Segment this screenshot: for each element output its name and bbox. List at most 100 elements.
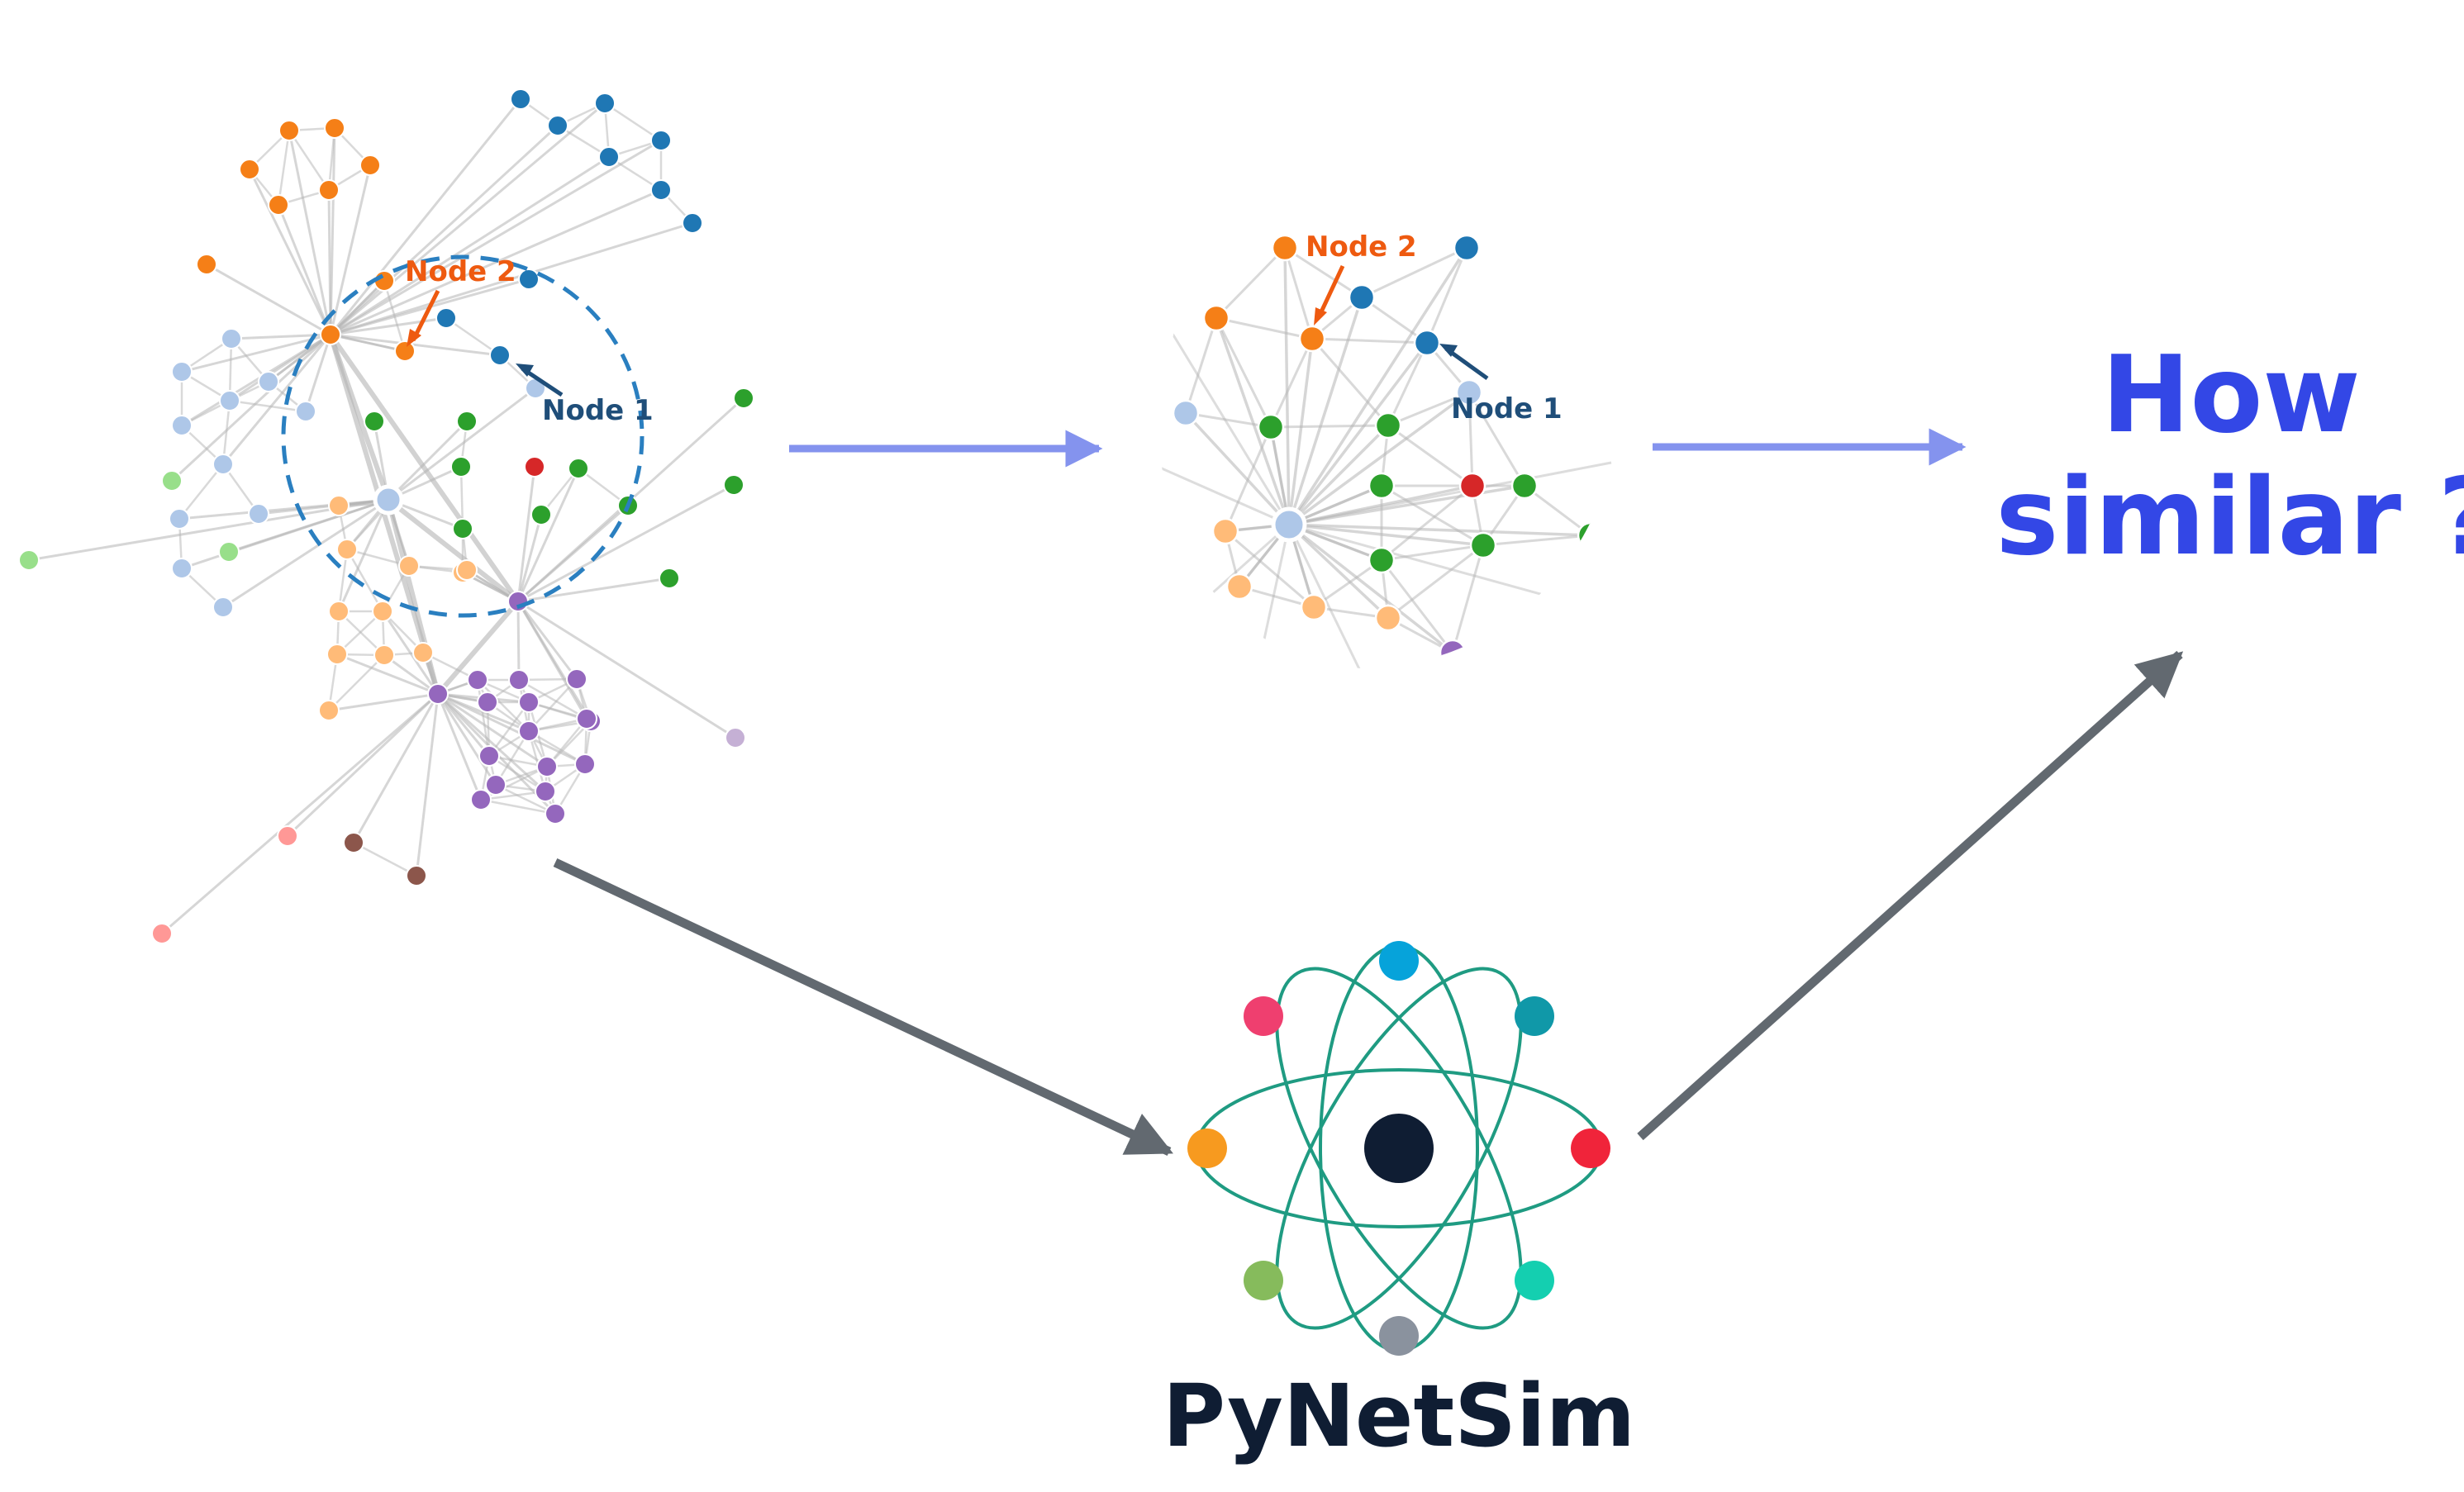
logo-satellite-node xyxy=(1571,1129,1610,1168)
graph-node xyxy=(278,826,297,846)
graph-node xyxy=(375,487,402,513)
graph-node xyxy=(220,391,240,411)
graph-node xyxy=(296,402,316,421)
graph-node xyxy=(659,568,679,588)
subgraph-node xyxy=(1213,519,1238,544)
subgraph-node xyxy=(1376,606,1401,630)
subgraph-node xyxy=(1300,326,1325,351)
graph-node xyxy=(319,701,339,720)
graph-node xyxy=(321,325,340,344)
graph-node xyxy=(395,341,415,361)
graph-node xyxy=(568,459,588,478)
subgraph-node xyxy=(1369,473,1394,498)
subgraph-node xyxy=(1512,473,1537,498)
subgraph-node xyxy=(1440,640,1465,665)
path-arrow-to-question xyxy=(1640,654,2180,1137)
graph-node xyxy=(451,457,471,477)
pynetsim-wordmark: PyNetSim xyxy=(1163,1366,1635,1466)
subgraph-node xyxy=(1273,509,1305,540)
graph-node xyxy=(490,345,510,365)
question-line-1: How xyxy=(2101,334,2360,457)
graph-node xyxy=(360,155,380,175)
graph-node xyxy=(344,833,364,853)
logo-satellite-node xyxy=(1379,1316,1419,1356)
pynetsim-logo: PyNetSim xyxy=(1163,934,1635,1466)
graph-node xyxy=(519,269,539,289)
graph-node xyxy=(428,684,448,704)
graph-node xyxy=(436,308,456,328)
graph-node xyxy=(511,89,530,109)
graph-node xyxy=(486,775,506,795)
node-2-label: Node 2 xyxy=(405,255,516,288)
graph-node xyxy=(213,454,233,474)
graph-node xyxy=(319,180,339,200)
graph-node xyxy=(519,692,539,712)
graph-node xyxy=(259,372,278,392)
graph-node xyxy=(337,539,357,559)
graph-node xyxy=(548,116,568,135)
graph-node xyxy=(197,254,216,274)
graph-node xyxy=(468,670,488,690)
graph-node xyxy=(453,519,473,539)
subgraph-node xyxy=(1415,330,1439,355)
ego-subgraph xyxy=(1140,235,1611,677)
graph-node xyxy=(567,669,587,689)
graph-node xyxy=(329,601,349,621)
graph-node xyxy=(329,496,349,516)
graph-node xyxy=(509,670,529,690)
graph-node xyxy=(478,692,497,712)
subgraph-node xyxy=(1376,413,1401,438)
graph-node xyxy=(734,388,754,408)
graph-node xyxy=(373,601,392,621)
graph-node xyxy=(457,560,477,580)
subgraph-node-2-label: Node 2 xyxy=(1306,230,1417,264)
graph-node xyxy=(457,411,477,431)
logo-satellite-node xyxy=(1515,996,1554,1036)
graph-node xyxy=(545,804,565,824)
subgraph-node xyxy=(1272,235,1297,260)
graph-node xyxy=(172,558,192,578)
subgraph-node xyxy=(1173,401,1198,425)
graph-node xyxy=(479,746,499,766)
graph-node xyxy=(651,131,671,150)
graph-node xyxy=(152,924,172,943)
subgraph-node-1-annotation: Node 1 xyxy=(1439,344,1563,425)
graph-node xyxy=(577,709,597,729)
subgraph-node xyxy=(1204,306,1229,330)
graph-node xyxy=(374,645,394,665)
graph-node xyxy=(279,121,299,140)
logo-satellite-node xyxy=(1515,1261,1554,1300)
subgraph-node xyxy=(1454,235,1479,260)
subgraph-node xyxy=(1369,548,1394,573)
subgraph-node xyxy=(1301,595,1326,620)
question-line-2: similar ? xyxy=(1995,456,2464,579)
graph-node xyxy=(519,721,539,741)
atom-network-icon xyxy=(1187,934,1610,1362)
graph-node xyxy=(169,509,189,529)
graph-node xyxy=(407,866,426,886)
subgraph-node xyxy=(1578,523,1603,548)
graph-node xyxy=(399,556,419,576)
node-1-label: Node 1 xyxy=(542,394,654,427)
graph-node xyxy=(683,213,702,233)
subgraph-node xyxy=(1460,473,1485,498)
subgraph-node-1-label: Node 1 xyxy=(1451,392,1563,425)
subgraph-node xyxy=(1258,415,1283,440)
subgraph-node xyxy=(1471,533,1496,558)
graph-node xyxy=(364,411,384,431)
subgraph-node xyxy=(1227,574,1252,599)
graph-node xyxy=(535,782,555,801)
node-2-annotation: Node 2 xyxy=(405,255,516,347)
graph-node xyxy=(172,416,192,435)
subgraph-node xyxy=(1349,285,1374,310)
full-network-graph: Node 2 Node 1 xyxy=(19,89,754,943)
graph-node xyxy=(325,118,345,138)
logo-satellite-node xyxy=(1187,1129,1227,1168)
graph-node xyxy=(240,159,259,179)
graph-node xyxy=(471,790,491,810)
graph-node xyxy=(219,542,239,562)
graph-node xyxy=(19,550,39,570)
graph-node xyxy=(595,93,615,113)
path-arrow-to-pynetsim xyxy=(555,862,1169,1152)
